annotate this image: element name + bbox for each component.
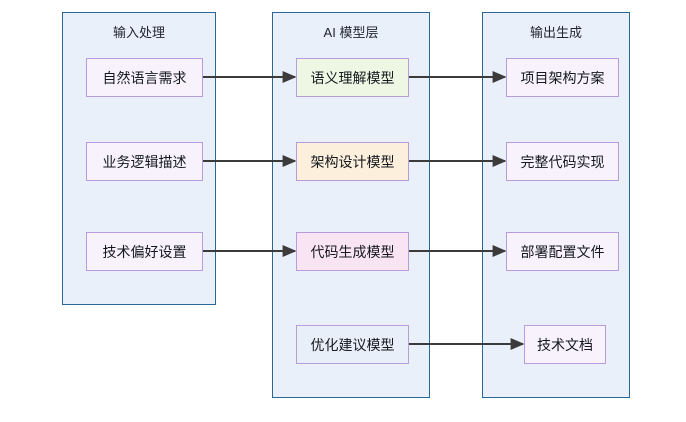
node-label-m3: 代码生成模型 — [310, 243, 395, 260]
node-n2[interactable]: 业务逻辑描述 — [86, 142, 203, 181]
node-o2[interactable]: 完整代码实现 — [506, 142, 619, 181]
node-m4[interactable]: 优化建议模型 — [296, 325, 409, 364]
group-title-model: AI 模型层 — [323, 25, 379, 40]
node-n3[interactable]: 技术偏好设置 — [86, 232, 203, 271]
group-title-output: 输出生成 — [529, 25, 582, 40]
node-label-n1: 自然语言需求 — [102, 69, 187, 86]
group-title-input: 输入处理 — [112, 25, 165, 40]
node-label-n2: 业务逻辑描述 — [102, 153, 187, 170]
node-m3[interactable]: 代码生成模型 — [296, 232, 409, 271]
node-label-o3: 部署配置文件 — [520, 243, 605, 260]
node-label-o2: 完整代码实现 — [520, 153, 605, 170]
node-o1[interactable]: 项目架构方案 — [506, 58, 619, 97]
node-label-o4: 技术文档 — [537, 336, 593, 353]
node-label-m2: 架构设计模型 — [310, 153, 395, 170]
node-m1[interactable]: 语义理解模型 — [296, 58, 409, 97]
node-m2[interactable]: 架构设计模型 — [296, 142, 409, 181]
node-o4[interactable]: 技术文档 — [524, 325, 606, 364]
node-label-m1: 语义理解模型 — [310, 69, 395, 86]
node-n1[interactable]: 自然语言需求 — [86, 58, 203, 97]
node-label-n3: 技术偏好设置 — [102, 243, 187, 260]
node-label-m4: 优化建议模型 — [310, 336, 395, 353]
node-o3[interactable]: 部署配置文件 — [506, 232, 619, 271]
node-label-o1: 项目架构方案 — [520, 69, 605, 86]
